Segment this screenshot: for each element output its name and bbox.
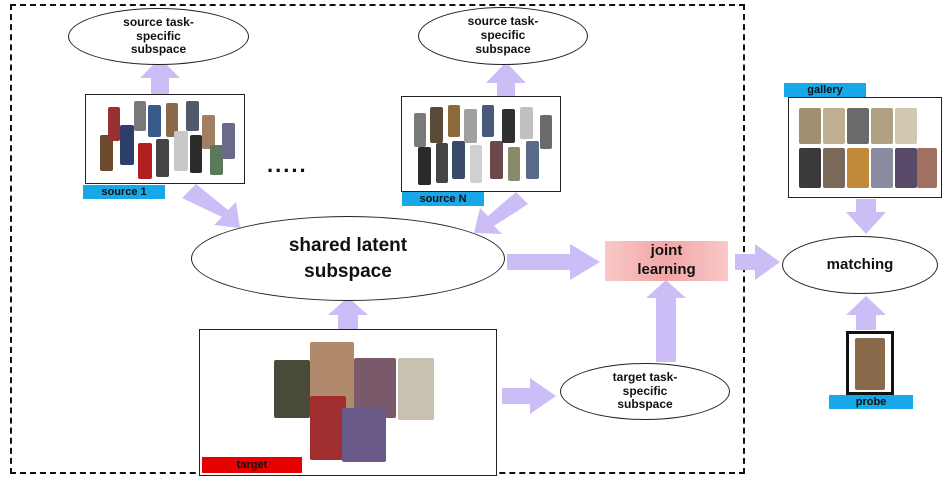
source-1-label: source 1 <box>83 185 165 199</box>
source-task-subspace-n: source task- specific subspace <box>418 7 588 65</box>
arrow-sourceN-shared <box>474 192 528 234</box>
arrow-shared-joint <box>507 244 600 280</box>
arrow-joint-matching <box>735 244 780 280</box>
arrow-source1-up <box>140 58 180 95</box>
arrow-probe-matching <box>846 296 886 330</box>
source-task-subspace-1: source task- specific subspace <box>68 8 249 65</box>
arrow-gallery-matching <box>846 199 886 234</box>
arrow-target-shared <box>328 297 368 330</box>
arrow-target-targettask <box>502 378 556 414</box>
gallery-image <box>788 97 942 198</box>
arrow-sourceN-up <box>486 62 526 98</box>
arrow-targettask-joint <box>646 280 686 362</box>
probe-label: probe <box>829 395 913 409</box>
matching: matching <box>782 236 938 294</box>
source-1-image <box>85 94 245 184</box>
gallery-label: gallery <box>784 83 866 97</box>
target-image <box>199 329 497 476</box>
probe-image <box>846 331 894 395</box>
target-task-subspace: target task- specific subspace <box>560 363 730 420</box>
arrow-source1-shared <box>182 184 240 228</box>
source-n-image <box>401 96 561 192</box>
ellipsis: ..... <box>267 152 308 177</box>
shared-latent-subspace: shared latent subspace <box>191 216 505 301</box>
target-label: target <box>202 457 302 473</box>
source-n-label: source N <box>402 192 484 206</box>
joint-learning: joint learning <box>605 241 728 281</box>
